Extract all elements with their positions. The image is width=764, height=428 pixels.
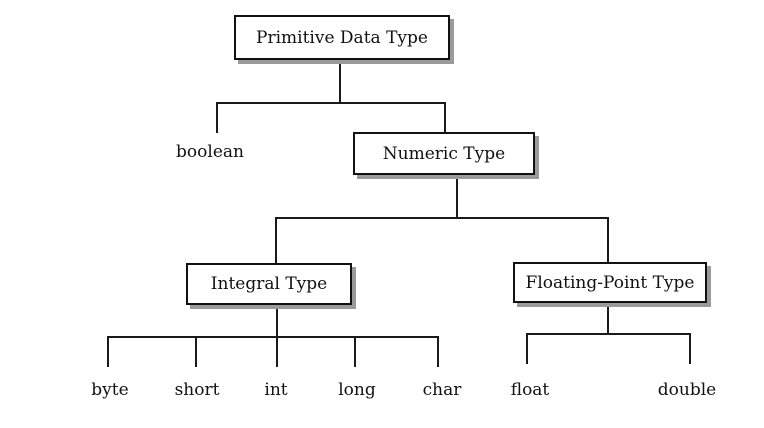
leaf-label-boolean: boolean: [176, 142, 244, 162]
connector-level2-horizontal: [275, 217, 609, 219]
connector-integral-children-horizontal: [107, 336, 439, 338]
connector-int-drop: [276, 336, 278, 367]
connector-char-drop: [437, 336, 439, 367]
connector-level1-horizontal: [216, 102, 446, 104]
connector-short-drop: [195, 336, 197, 367]
connector-floating-down: [607, 302, 609, 335]
connector-numeric-drop: [444, 102, 446, 133]
connector-integral-down: [276, 304, 278, 338]
connector-primitive-down: [339, 60, 341, 103]
connector-integral-drop: [275, 217, 277, 264]
connector-long-drop: [354, 336, 356, 367]
leaf-label-short: short: [174, 380, 220, 400]
connector-floating-drop: [607, 217, 609, 263]
connector-byte-drop: [107, 336, 109, 367]
leaf-label-float: float: [510, 380, 550, 400]
connector-floating-children-horizontal: [526, 333, 691, 335]
leaf-label-char: char: [422, 380, 462, 400]
connector-boolean-drop: [216, 102, 218, 133]
node-floating-point-type: Floating-Point Type: [513, 262, 707, 303]
node-numeric-type: Numeric Type: [353, 132, 535, 175]
connector-float-drop: [526, 333, 528, 364]
node-integral-type: Integral Type: [186, 263, 352, 305]
connector-double-drop: [689, 333, 691, 364]
node-primitive-data-type: Primitive Data Type: [234, 15, 450, 60]
leaf-label-byte: byte: [91, 380, 129, 400]
leaf-label-long: long: [338, 380, 376, 400]
leaf-label-int: int: [264, 380, 288, 400]
connector-numeric-down: [456, 174, 458, 219]
leaf-label-double: double: [657, 380, 717, 400]
